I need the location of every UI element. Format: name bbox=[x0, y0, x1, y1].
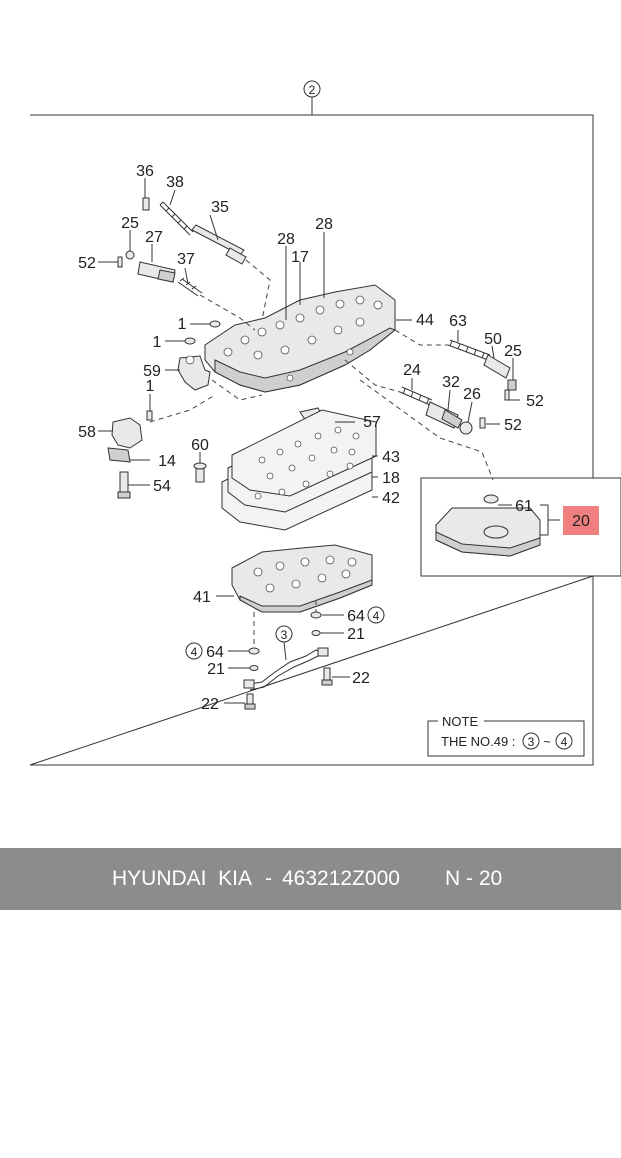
label-59: 59 bbox=[143, 363, 161, 380]
circled-ref-4-number: 4 bbox=[191, 645, 198, 659]
left-valve-group bbox=[117, 197, 247, 297]
label-21: 21 bbox=[207, 661, 225, 678]
label-36: 36 bbox=[136, 163, 154, 180]
label-52: 52 bbox=[526, 393, 544, 410]
label-27: 27 bbox=[145, 229, 163, 246]
label-38: 38 bbox=[166, 174, 184, 191]
label-52: 52 bbox=[78, 255, 96, 272]
bolts-and-pipe bbox=[243, 611, 333, 710]
callout-3-number: 3 bbox=[281, 628, 288, 642]
label-64: 64 bbox=[206, 644, 224, 661]
leader-lines bbox=[98, 178, 560, 704]
label-22: 22 bbox=[352, 670, 370, 687]
note-from: 3 bbox=[528, 735, 535, 749]
label-28: 28 bbox=[315, 216, 333, 233]
label-35: 35 bbox=[211, 199, 229, 216]
label-14: 14 bbox=[158, 453, 176, 470]
footer-bar: HYUNDAI KIA - 463212Z000 N - 20 bbox=[0, 848, 621, 910]
part-labels: 36 38 35 25 27 37 52 28 17 28 44 1 1 59 … bbox=[78, 163, 544, 713]
label-1: 1 bbox=[153, 334, 162, 351]
label-25: 25 bbox=[121, 215, 139, 232]
assembly-callout-circle bbox=[303, 80, 321, 98]
label-52: 52 bbox=[504, 417, 522, 434]
label-17: 17 bbox=[291, 249, 309, 266]
assembly-frame bbox=[29, 114, 594, 766]
label-50: 50 bbox=[484, 331, 502, 348]
label-21: 21 bbox=[347, 626, 365, 643]
note-circle-3 bbox=[522, 732, 540, 750]
label-26: 26 bbox=[463, 386, 481, 403]
label-20: 20 bbox=[572, 513, 590, 530]
right-valve-group bbox=[399, 339, 517, 435]
label-22: 22 bbox=[201, 696, 219, 713]
note-title: NOTE bbox=[442, 714, 478, 729]
note-to: 4 bbox=[561, 735, 568, 749]
note-text: THE NO.49 : bbox=[441, 734, 515, 749]
circled-ref-4-number: 4 bbox=[373, 609, 380, 623]
label-44: 44 bbox=[416, 312, 434, 329]
parts-diagram: 2 bbox=[29, 80, 621, 766]
footer-page: N - 20 bbox=[445, 867, 503, 890]
lower-valve-body bbox=[231, 544, 373, 613]
oil-filter bbox=[435, 494, 541, 557]
label-1: 1 bbox=[146, 378, 155, 395]
label-60: 60 bbox=[191, 437, 209, 454]
upper-valve-body bbox=[204, 284, 396, 393]
circled-ref-4 bbox=[367, 606, 385, 624]
label-42: 42 bbox=[382, 490, 400, 507]
note-circle-4 bbox=[555, 732, 573, 750]
note-box: NOTE THE NO.49 : 3 ~ 4 bbox=[427, 714, 585, 757]
label-63: 63 bbox=[449, 313, 467, 330]
label-37: 37 bbox=[177, 251, 195, 268]
exploded-view-svg: 2 bbox=[29, 80, 621, 766]
label-41: 41 bbox=[193, 589, 211, 606]
label-18: 18 bbox=[382, 470, 400, 487]
separator-plates bbox=[221, 409, 377, 531]
label-1: 1 bbox=[178, 316, 187, 333]
callout-3-circle bbox=[275, 625, 293, 643]
label-57: 57 bbox=[363, 414, 381, 431]
label-54: 54 bbox=[153, 478, 171, 495]
inset-frame bbox=[420, 477, 621, 577]
note-separator: ~ bbox=[543, 734, 551, 749]
label-25: 25 bbox=[504, 343, 522, 360]
label-64: 64 bbox=[347, 608, 365, 625]
label-43: 43 bbox=[382, 449, 400, 466]
label-32: 32 bbox=[442, 374, 460, 391]
label-28: 28 bbox=[277, 231, 295, 248]
footer-brand: HYUNDAI KIA bbox=[112, 867, 253, 890]
label-61: 61 bbox=[515, 498, 533, 515]
circled-ref-4 bbox=[185, 642, 203, 660]
assembly-callout-number: 2 bbox=[309, 83, 316, 97]
label-58: 58 bbox=[78, 424, 96, 441]
footer-dash: - bbox=[265, 867, 272, 890]
footer-part-number: 463212Z000 bbox=[282, 867, 400, 890]
label-24: 24 bbox=[403, 362, 421, 379]
highlight-box-20 bbox=[563, 506, 599, 535]
